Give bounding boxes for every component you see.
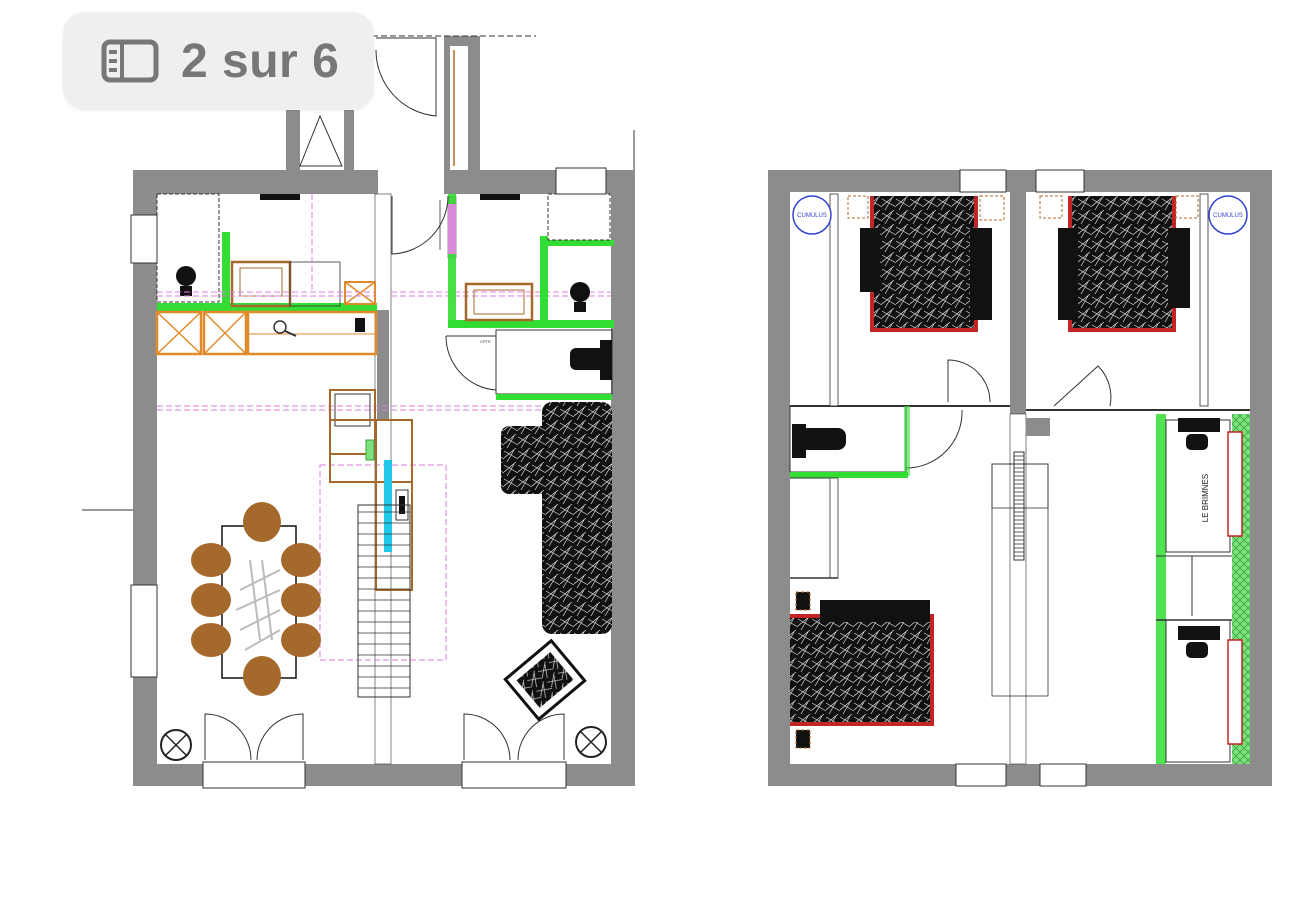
wall-left [133,170,157,786]
wall-top-left [133,170,378,194]
wall-bottom [768,764,1272,786]
radiator-right [575,726,607,758]
ground-floor-plan: CPTE [82,35,635,789]
tank-label-right: CUMULUS [1213,213,1243,219]
sofa [501,402,612,634]
page-indicator[interactable]: 2 sur 6 [63,12,374,110]
wall-right [1250,170,1272,786]
radiator-left [160,729,192,761]
staircase [357,504,411,698]
tank-label-left: CUMULUS [797,213,827,219]
dining-table [191,502,321,696]
bed-3 [790,591,934,749]
wall-right [611,170,635,786]
svg-text:CPTE: CPTE [480,339,491,344]
bed-1 [847,195,1005,332]
bed-2 [1039,195,1199,332]
wall-left [768,170,790,786]
armchair [503,638,587,722]
storage-note: LE BRIMNES [1201,474,1210,522]
first-floor-plan: CUMULUS CUMULUS [768,169,1272,787]
page-indicator-label: 2 sur 6 [181,34,340,88]
sidebar-icon [101,39,159,83]
water-tank-right: CUMULUS [1208,195,1248,235]
water-tank-left: CUMULUS [792,195,832,235]
wall-top [768,170,1272,192]
